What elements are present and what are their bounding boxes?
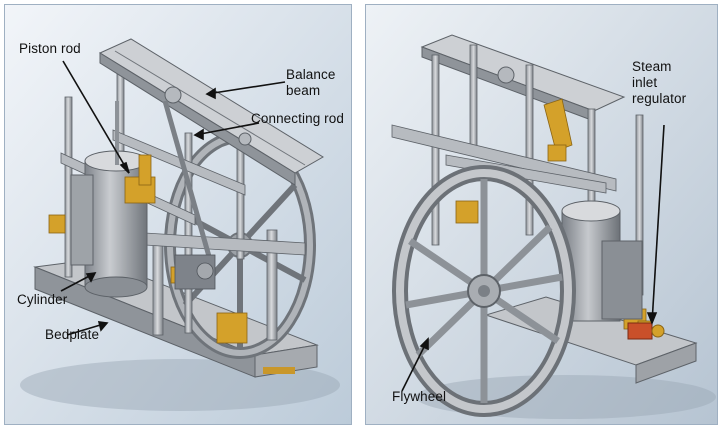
label-steam-inlet-line2: inlet (632, 75, 658, 90)
label-balance-beam-line1: Balance (286, 67, 336, 82)
left-label-arrows (60, 60, 286, 336)
left-engine-illustration (5, 5, 351, 424)
label-balance-beam-line2: beam (286, 83, 321, 98)
label-steam-inlet-regulator: Steam inlet regulator (632, 59, 716, 107)
left-engine-view: Piston rod Balance beam Connecting rod C… (4, 4, 352, 425)
right-frame (391, 124, 617, 194)
right-flywheel-shape (392, 165, 576, 417)
right-engine-view: Steam inlet regulator Flywheel (365, 4, 718, 425)
label-balance-beam: Balance beam (286, 67, 346, 99)
label-steam-inlet-line3: regulator (632, 91, 687, 106)
label-piston-rod: Piston rod (19, 41, 81, 56)
right-engine-illustration (366, 5, 717, 424)
steam-inlet-regulator-shape (627, 322, 665, 340)
right-bedplate-shape (484, 296, 698, 384)
right-label-arrows (401, 124, 665, 392)
label-flywheel: Flywheel (392, 389, 447, 404)
brass-parts-left (48, 154, 248, 344)
balance-beam-shape (98, 38, 324, 186)
label-steam-inlet-line1: Steam (632, 59, 672, 74)
right-columns (431, 44, 644, 296)
label-cylinder: Cylinder (17, 292, 68, 307)
left-mechanism (174, 254, 216, 290)
label-connecting-rod: Connecting rod (251, 111, 344, 126)
connecting-rod-shape (162, 100, 213, 261)
label-bedplate: Bedplate (45, 327, 100, 342)
